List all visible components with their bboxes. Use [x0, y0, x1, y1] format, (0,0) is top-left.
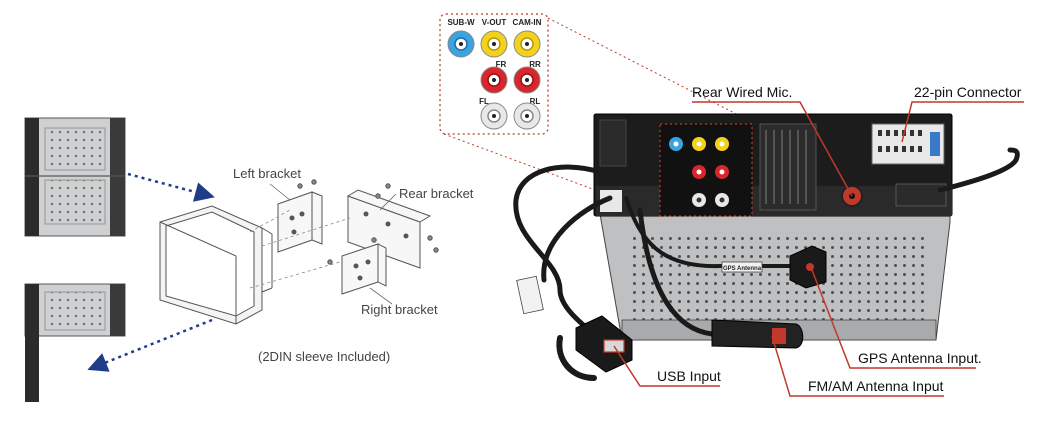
rca-jack-subw [447, 30, 475, 58]
chassis-bottom [24, 283, 126, 402]
fm-am-antenna-label: FM/AM Antenna Input [808, 378, 944, 394]
right-bracket-label: Right bracket [361, 302, 438, 317]
left-bracket-leader [269, 183, 291, 201]
rca-label-camin: CAM-IN [513, 18, 542, 27]
usb-input-label: USB Input [657, 368, 721, 384]
cable-tag [516, 275, 544, 315]
dashed-guides [249, 209, 351, 289]
sleeve-drawing [159, 205, 273, 325]
zoom-line-top [547, 17, 757, 125]
rca-jack-rl-white [513, 102, 541, 130]
cables [513, 147, 1020, 349]
rear-bracket-label: Rear bracket [399, 186, 474, 201]
leader-fm-am [771, 335, 944, 397]
screws [297, 179, 439, 265]
rca-jack-rr-red [513, 66, 541, 94]
chassis-top [24, 117, 126, 237]
left-bracket-drawing [277, 191, 323, 253]
leader-usb [613, 345, 720, 387]
gps-antenna-label: GPS Antenna Input. [858, 350, 982, 366]
gps-tag-text: GPS Antenna [723, 266, 762, 272]
rca-jack-vout [480, 30, 508, 58]
leader-22pin [901, 101, 1024, 143]
usb-plug [556, 315, 633, 381]
rear-bracket-leader [379, 193, 397, 211]
rca-label-subw: SUB-W [447, 18, 475, 27]
leader-gps [811, 269, 976, 369]
connector-label: 22-pin Connector [914, 84, 1022, 100]
rca-jack-camin [513, 30, 541, 58]
rear-mic-label: Rear Wired Mic. [692, 84, 793, 100]
leader-rear-mic [692, 101, 853, 197]
callout-leaders [613, 101, 1024, 397]
rca-label-rl: RL [530, 97, 541, 106]
left-bracket-label: Left bracket [233, 166, 301, 181]
right-bracket-leader [369, 287, 393, 305]
rear-bracket-drawing [346, 189, 432, 269]
arrow-from-sleeve [87, 318, 213, 372]
rca-label-fr: FR [496, 60, 507, 69]
rca-panel: SUB-W V-OUT CAM-IN FR RR FL RL [439, 13, 549, 135]
arrow-to-sleeve [127, 172, 215, 202]
sleeve-caption: (2DIN sleeve Included) [258, 349, 391, 364]
rca-label-rr: RR [529, 60, 541, 69]
rca-jack-fl-white [480, 102, 508, 130]
gps-plug: GPS Antenna [721, 245, 827, 289]
rca-jack-fl-red [480, 66, 508, 94]
head-unit [593, 113, 953, 341]
rca-label-vout: V-OUT [482, 18, 507, 27]
right-bracket-drawing [341, 243, 387, 295]
fm-am-plug [711, 319, 804, 349]
rca-label-fl: FL [479, 97, 489, 106]
